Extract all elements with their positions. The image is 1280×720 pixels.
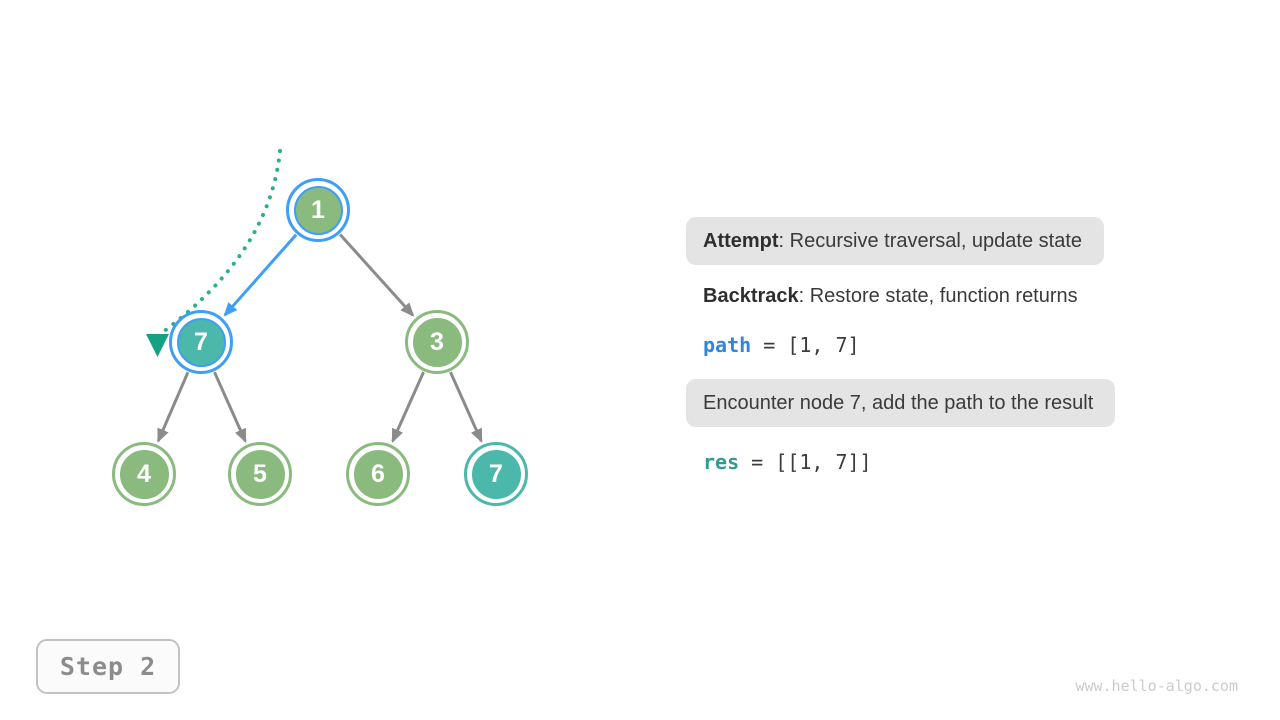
tree-node-n4: 4	[112, 442, 176, 506]
tree-edge-n3-n6	[391, 371, 425, 443]
backtrack-line: Backtrack: Restore state, function retur…	[703, 283, 1078, 309]
tree-node-n3: 3	[405, 310, 469, 374]
tree-node-label: 3	[412, 317, 462, 367]
tree-node-label: 6	[353, 449, 403, 499]
tree-edge-layer	[156, 233, 483, 443]
tree-edge-n7l-n4	[156, 371, 190, 443]
path-variable: path	[703, 333, 752, 357]
attempt-callout: Attempt: Recursive traversal, update sta…	[686, 217, 1105, 265]
res-variable: res	[703, 450, 740, 474]
backtrack-label: Backtrack	[703, 285, 799, 307]
tree-edge-n7l-n5	[213, 371, 247, 443]
tree-node-label: 1	[293, 185, 343, 235]
tree-node-n6: 6	[346, 442, 410, 506]
backtrack-arrowhead-icon	[146, 334, 169, 357]
explanation-panel: Attempt: Recursive traversal, update sta…	[686, 217, 1246, 497]
tree-edge-n3-n7r	[449, 371, 483, 443]
res-value: = [[1, 7]]	[751, 450, 872, 474]
tree-node-label: 7	[471, 449, 521, 499]
encounter-callout: Encounter node 7, add the path to the re…	[686, 379, 1116, 427]
tree-node-label: 7	[176, 317, 226, 367]
path-value: = [1, 7]	[763, 333, 860, 357]
tree-node-n7l: 7	[169, 310, 233, 374]
attempt-text: : Recursive traversal, update state	[778, 230, 1083, 252]
backtrack-text: : Restore state, function returns	[798, 285, 1078, 307]
tree-node-label: 5	[235, 449, 285, 499]
encounter-text: Encounter node 7, add the path to the re…	[703, 392, 1094, 414]
tree-nodes: 1 7 3 4 5 6 7	[0, 0, 620, 560]
step-badge: Step 2	[36, 639, 180, 694]
tree-edge-n1-n3	[338, 233, 415, 317]
tree-node-label: 4	[119, 449, 169, 499]
watermark: www.hello-algo.com	[1075, 677, 1238, 695]
step-badge-label: Step 2	[59, 652, 157, 681]
path-code-line: path = [1, 7]	[703, 332, 860, 358]
tree-node-n1: 1	[286, 178, 350, 242]
res-code-line: res = [[1, 7]]	[703, 449, 872, 475]
attempt-label: Attempt	[703, 230, 779, 252]
watermark-text: www.hello-algo.com	[1075, 677, 1238, 695]
tree-edge-n1-n7l	[223, 233, 298, 317]
tree-node-n5: 5	[228, 442, 292, 506]
tree-node-n7r: 7	[464, 442, 528, 506]
